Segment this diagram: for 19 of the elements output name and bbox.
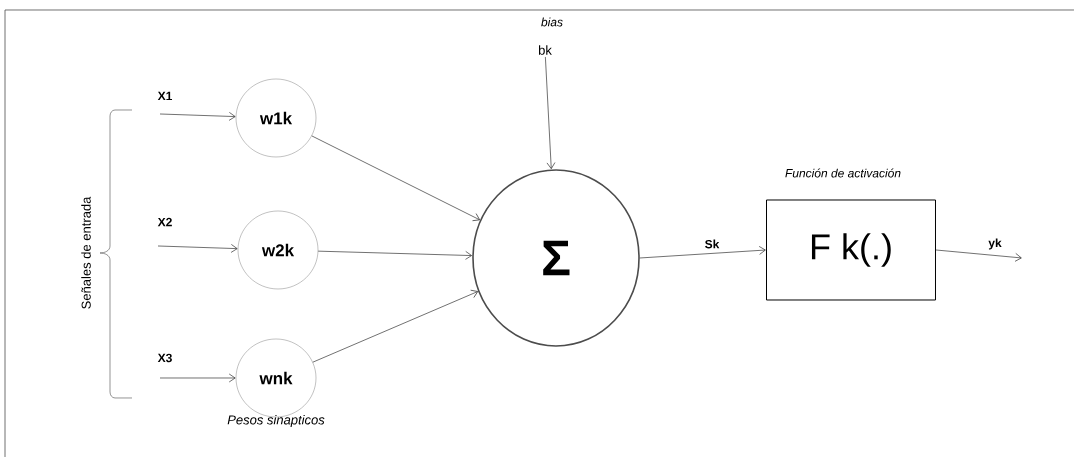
edge-label: X2 — [157, 217, 172, 227]
arrow — [935, 249, 1022, 262]
annotation: bias — [541, 17, 563, 27]
arrow — [311, 135, 480, 222]
arrow — [317, 250, 472, 260]
arrow — [159, 373, 236, 383]
edge-label: yk — [988, 238, 1002, 250]
edge-label: X3 — [157, 353, 172, 363]
edge-label: Sk — [705, 239, 720, 249]
arrow — [157, 244, 238, 253]
arrow — [312, 289, 479, 363]
annotation: Función de activación — [785, 168, 901, 178]
arrow — [159, 112, 236, 121]
edge-label: X1 — [157, 91, 172, 101]
arrow — [639, 246, 766, 259]
arrow — [545, 56, 556, 170]
brace-label: Señales de entrada — [81, 196, 91, 309]
bias-label: bk — [538, 45, 552, 55]
activation-box: F k(.) — [766, 199, 936, 301]
